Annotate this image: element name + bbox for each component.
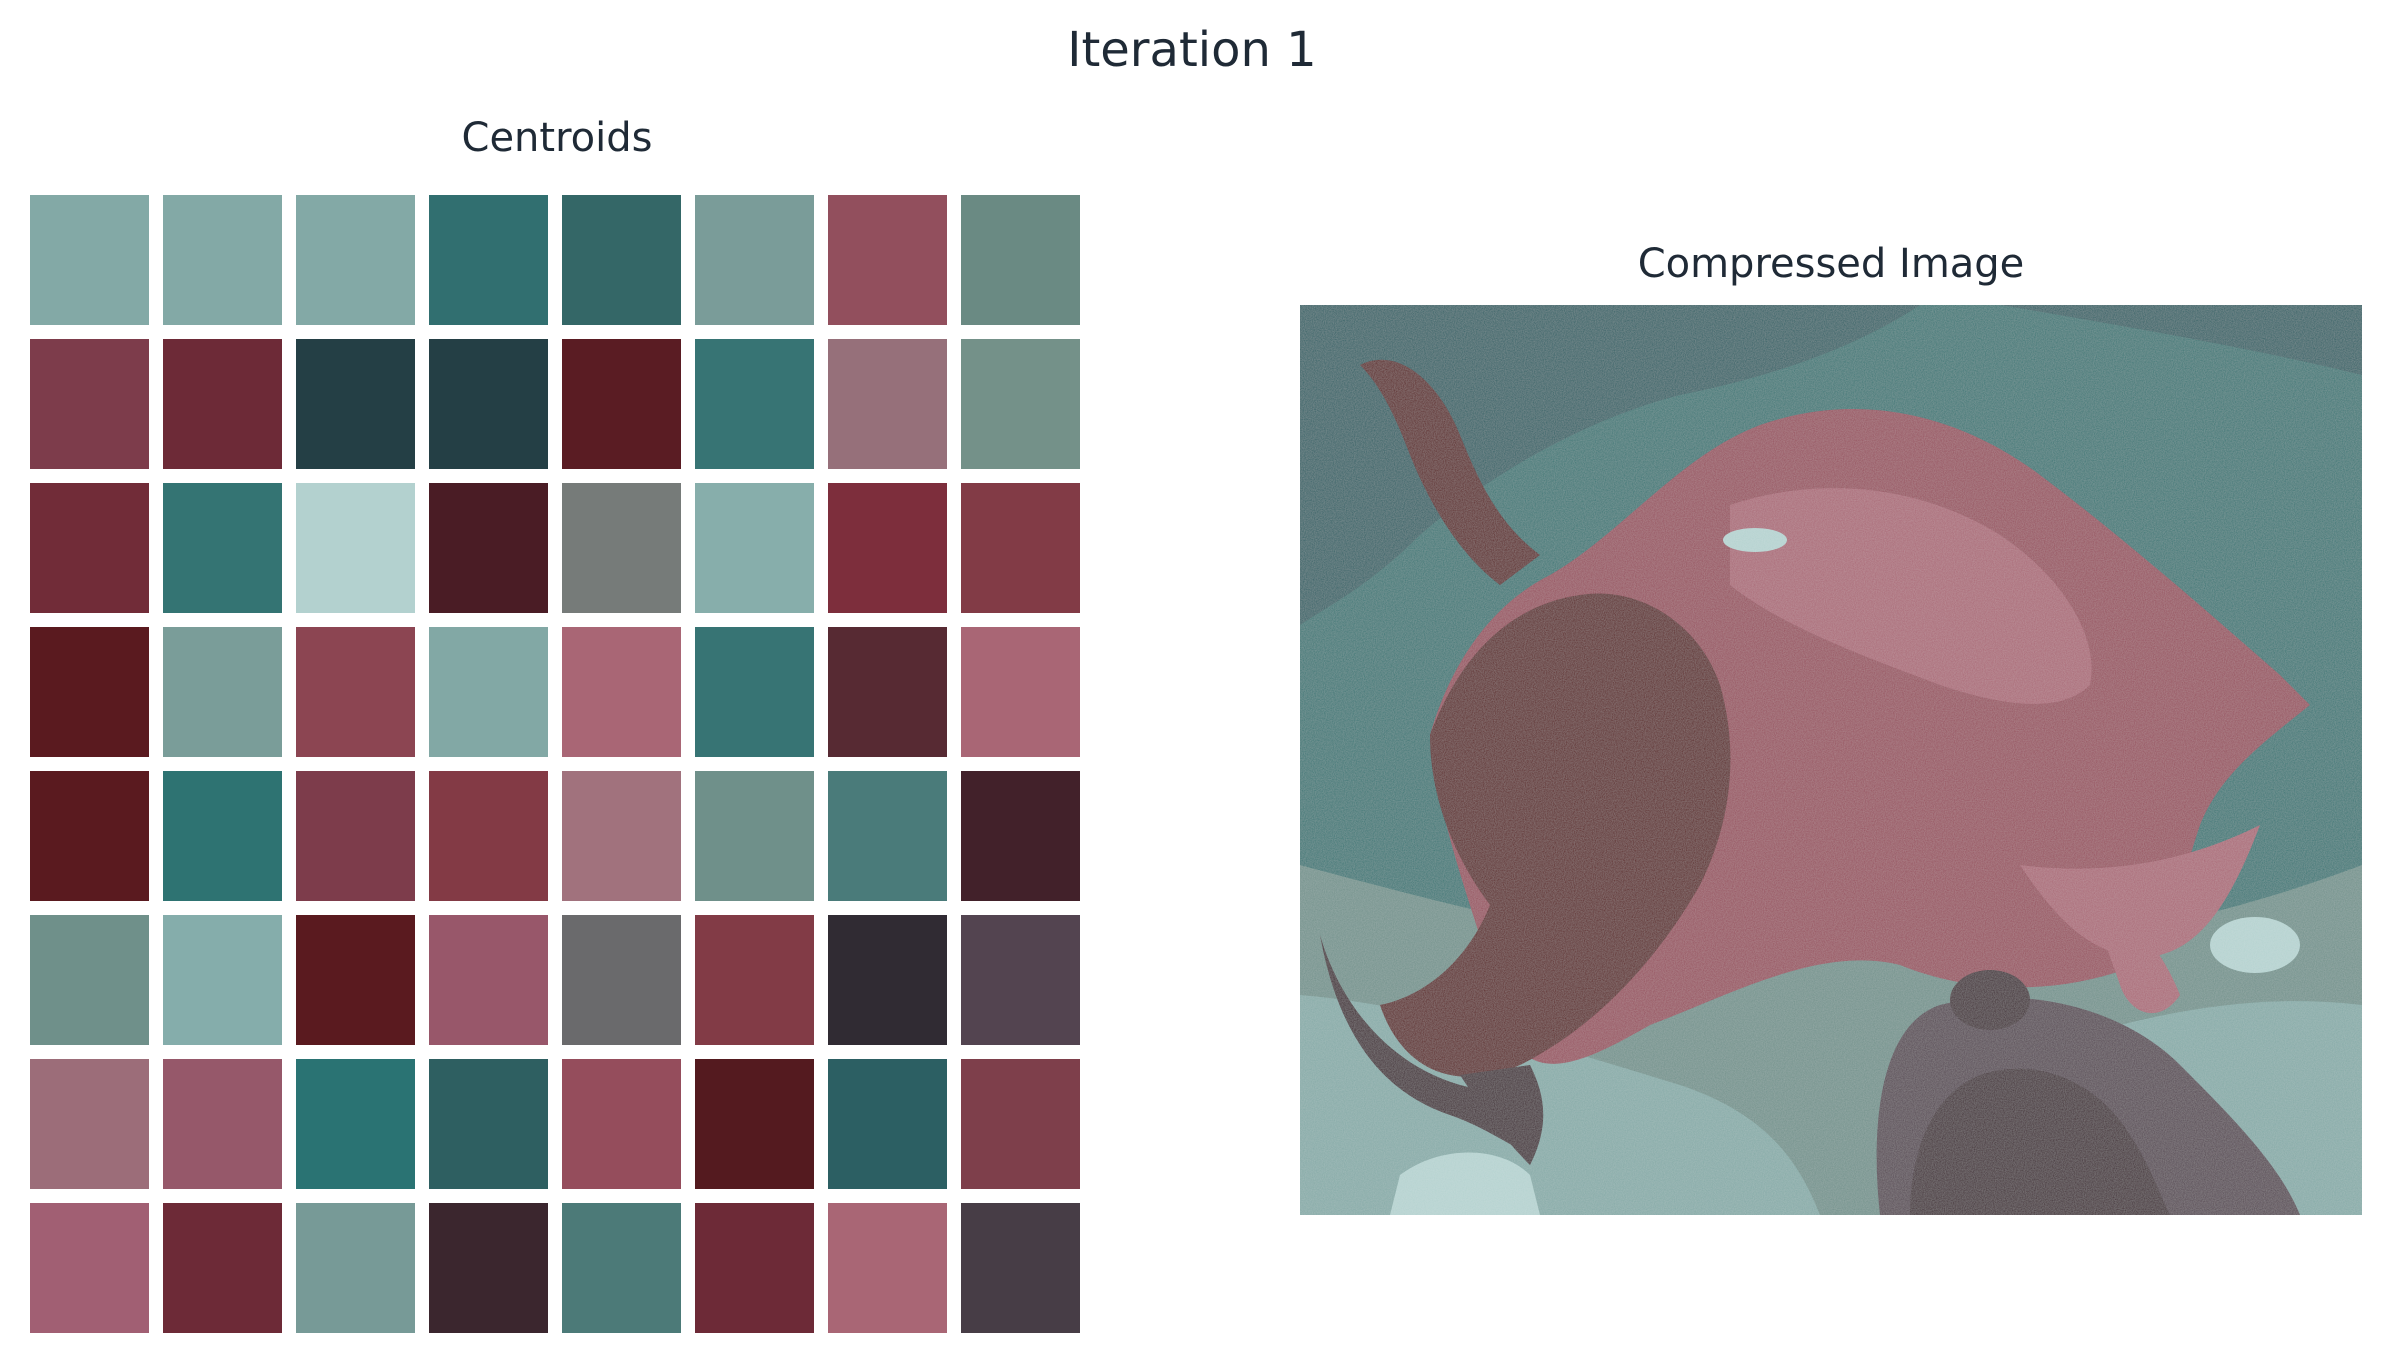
centroid-cell [961,771,1080,901]
centroid-cell [163,483,282,613]
cuttlefish-fin [1460,1065,1544,1165]
centroid-cell [30,771,149,901]
centroid-cell [828,483,947,613]
centroid-cell [30,1203,149,1333]
sand-light-patch [1390,1152,1540,1215]
centroid-cell [429,627,548,757]
centroid-cell [429,915,548,1045]
centroid-cell [429,771,548,901]
cuttlefish-lower-fin [2100,905,2180,1014]
centroid-cell [562,915,681,1045]
centroid-cell [296,195,415,325]
centroid-cell [695,627,814,757]
centroid-cell [562,771,681,901]
centroid-cell [562,1203,681,1333]
centroid-cell [695,339,814,469]
cuttlefish-fin-edge [2020,825,2260,957]
centroid-cell [30,195,149,325]
centroid-cell [562,195,681,325]
centroid-cell [296,1203,415,1333]
centroid-cell [961,1203,1080,1333]
centroid-cell [695,483,814,613]
centroid-cell [961,195,1080,325]
centroid-cell [562,339,681,469]
centroid-cell [828,1059,947,1189]
cuttlefish-arm [1360,359,1540,585]
centroid-cell [695,771,814,901]
centroid-cell [163,915,282,1045]
centroid-cell [296,483,415,613]
centroid-cell [562,1059,681,1189]
compressed-image-title: Compressed Image [1637,241,2025,287]
centroid-cell [429,483,548,613]
cuttlefish-head [1380,593,1731,1077]
centroid-cell [695,195,814,325]
centroid-cell [429,339,548,469]
centroid-cell [30,627,149,757]
centroid-cell [961,915,1080,1045]
figure-title: Iteration 1 [1067,22,1317,78]
centroid-cell [429,195,548,325]
rock-shadow [1910,1068,2170,1215]
centroid-cell [163,339,282,469]
centroid-cell [296,915,415,1045]
centroid-cell [163,195,282,325]
centroid-cell [828,627,947,757]
centroid-cell [296,627,415,757]
centroid-cell [429,1203,548,1333]
centroid-cell [562,627,681,757]
centroid-cell [163,1059,282,1189]
centroids-title: Centroids [461,115,653,161]
centroid-cell [695,1059,814,1189]
centroid-cell [828,915,947,1045]
centroid-cell [695,915,814,1045]
cuttlefish-limb-shadow [1950,970,2030,1030]
centroid-cell [562,483,681,613]
cuttlefish-mantle-highlight [1730,488,2092,704]
centroid-cell [163,627,282,757]
centroid-cell [30,1059,149,1189]
centroid-cell [163,1203,282,1333]
centroid-cell [961,339,1080,469]
cuttlefish-eye [1723,528,1787,552]
sand-light-spot [2210,917,2300,973]
centroid-cell [828,339,947,469]
compressed-image [1300,305,2362,1215]
centroid-cell [961,627,1080,757]
centroid-cell [828,195,947,325]
centroid-cell [828,771,947,901]
centroid-grid [30,195,1080,1333]
centroid-cell [429,1059,548,1189]
centroid-cell [828,1203,947,1333]
centroid-cell [961,483,1080,613]
centroid-cell [30,339,149,469]
water-dark-region-right [2000,305,2362,375]
centroid-cell [163,771,282,901]
centroid-cell [961,1059,1080,1189]
centroid-cell [695,1203,814,1333]
centroid-cell [30,915,149,1045]
centroid-cell [296,339,415,469]
centroid-cell [296,1059,415,1189]
centroid-cell [296,771,415,901]
water-dark-region [1300,305,1920,625]
centroid-cell [30,483,149,613]
